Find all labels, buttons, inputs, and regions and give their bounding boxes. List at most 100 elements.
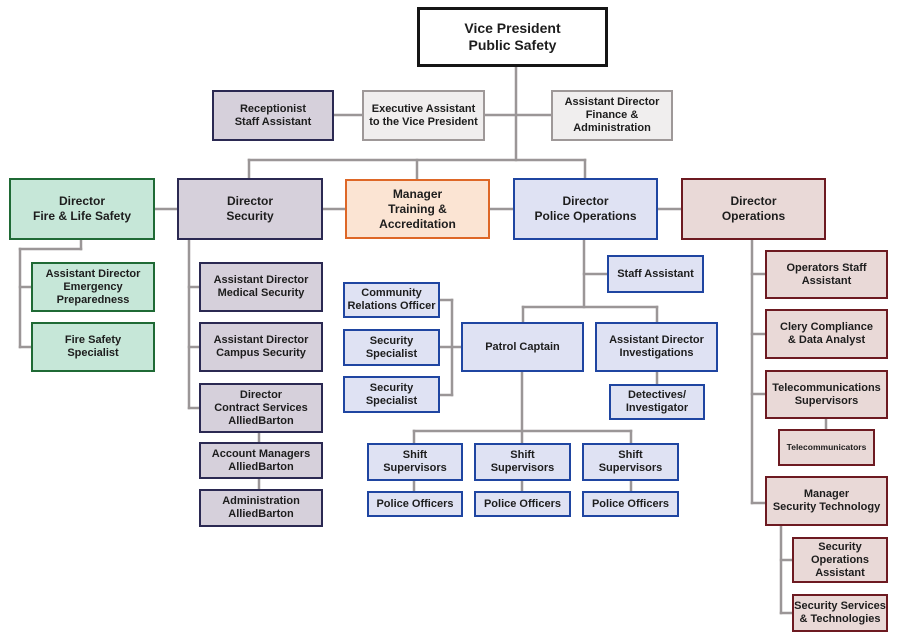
node-staff-assistant[interactable]: Staff Assistant	[607, 255, 704, 293]
node-manager-training-accreditation[interactable]: Manager Training & Accreditation	[345, 179, 490, 239]
node-line: Administration	[222, 495, 300, 507]
node-line: Manager	[392, 186, 443, 201]
node-line: Receptionist	[239, 102, 306, 115]
node-line: Medical Security	[217, 287, 305, 299]
node-line: Shift	[510, 449, 535, 461]
node-line: Assistant Director	[213, 274, 309, 286]
node-line: Manager	[803, 488, 850, 500]
node-line: Staff Assistant	[617, 267, 694, 280]
node-security-services-technologies[interactable]: Security Services & Technologies	[792, 594, 888, 632]
node-line: Police Officers	[376, 497, 454, 510]
node-line: Detectives/	[627, 389, 687, 401]
node-line: Emergency	[63, 280, 123, 293]
node-line: Shift	[402, 449, 428, 461]
node-director-security[interactable]: Director Security	[177, 178, 323, 240]
node-director-police-operations[interactable]: Director Police Operations	[513, 178, 658, 240]
node-line: Security Technology	[772, 501, 881, 513]
node-director-contract-services[interactable]: Director Contract Services AlliedBarton	[199, 383, 323, 433]
node-detectives-investigator[interactable]: Detectives/ Investigator	[609, 384, 705, 420]
node-line: Patrol Captain	[485, 340, 560, 353]
node-ad-emergency-preparedness[interactable]: Assistant Director Emergency Preparednes…	[31, 262, 155, 312]
node-operators-staff-assistant[interactable]: Operators Staff Assistant	[765, 250, 888, 299]
node-line: Operations	[810, 553, 870, 566]
node-line: Telecommunications	[772, 381, 881, 394]
node-vice-president[interactable]: Vice President Public Safety	[417, 7, 608, 67]
node-line: Community	[361, 287, 422, 299]
node-line: Fire Safety	[64, 334, 122, 346]
node-line: Assistant Director	[213, 334, 309, 346]
node-line: Director	[730, 194, 777, 208]
node-line: Supervisors	[598, 462, 663, 474]
node-ad-medical-security[interactable]: Assistant Director Medical Security	[199, 262, 323, 312]
node-line: Finance &	[585, 109, 639, 121]
node-community-relations-officer[interactable]: Community Relations Officer	[343, 282, 440, 318]
node-line: Preparedness	[56, 293, 130, 306]
node-line: Assistant	[801, 274, 852, 287]
node-security-specialist[interactable]: Security Specialist	[343, 376, 440, 413]
node-patrol-captain[interactable]: Patrol Captain	[461, 322, 584, 372]
node-line: Relations Officer	[347, 300, 436, 312]
node-police-officers[interactable]: Police Officers	[474, 491, 571, 517]
node-line: Security	[369, 334, 414, 347]
node-fire-safety-specialist[interactable]: Fire Safety Specialist	[31, 322, 155, 372]
node-telecommunications-supervisors[interactable]: Telecommunications Supervisors	[765, 370, 888, 419]
node-line: Assistant	[815, 566, 865, 579]
node-shift-supervisors[interactable]: Shift Supervisors	[474, 443, 571, 481]
node-line: Specialist	[365, 394, 418, 407]
node-line: Supervisors	[490, 462, 555, 474]
node-line: Security	[226, 209, 274, 223]
node-line: Operations	[721, 209, 786, 223]
node-clery-compliance-data-analyst[interactable]: Clery Compliance & Data Analyst	[765, 309, 888, 359]
node-line: Contract Services	[214, 401, 308, 414]
node-line: Security	[818, 540, 862, 553]
node-line: Specialist	[365, 347, 418, 360]
node-shift-supervisors[interactable]: Shift Supervisors	[582, 443, 679, 481]
node-manager-security-technology[interactable]: Manager Security Technology	[765, 476, 888, 526]
node-line: Accreditation	[379, 216, 456, 231]
node-line: Director	[562, 194, 609, 208]
node-director-operations[interactable]: Director Operations	[681, 178, 826, 240]
node-line: Investigator	[625, 402, 689, 414]
node-account-managers[interactable]: Account Managers AlliedBarton	[199, 442, 323, 479]
node-line: AlliedBarton	[228, 414, 294, 427]
node-telecommunicators[interactable]: Telecommunicators	[778, 429, 875, 466]
node-line: Public Safety	[468, 37, 557, 53]
node-line: Training &	[388, 201, 447, 216]
node-line: Telecommunicators	[786, 442, 867, 452]
node-line: Administration	[573, 122, 651, 134]
node-security-specialist[interactable]: Security Specialist	[343, 329, 440, 366]
node-line: Executive Assistant	[371, 102, 476, 115]
node-line: Fire & Life Safety	[32, 209, 132, 223]
node-line: Supervisors	[794, 394, 859, 407]
node-ad-finance-administration[interactable]: Assistant Director Finance & Administrat…	[551, 90, 673, 141]
node-line: Director	[239, 388, 283, 401]
node-line: Assistant Director	[45, 267, 141, 280]
node-police-officers[interactable]: Police Officers	[367, 491, 463, 517]
node-administration[interactable]: Administration AlliedBarton	[199, 489, 323, 527]
node-line: Police Officers	[591, 497, 670, 510]
node-line: Specialist	[67, 347, 119, 359]
node-line: Clery Compliance	[780, 321, 873, 333]
node-line: Vice President	[464, 20, 561, 36]
node-line: Investigations	[619, 347, 694, 359]
node-police-officers[interactable]: Police Officers	[582, 491, 679, 517]
node-line: Supervisors	[383, 462, 447, 474]
node-line: Police Operations	[534, 209, 637, 223]
node-ad-investigations[interactable]: Assistant Director Investigations	[595, 322, 718, 372]
node-shift-supervisors[interactable]: Shift Supervisors	[367, 443, 463, 481]
node-line: Account Managers	[211, 447, 311, 460]
node-line: & Data Analyst	[787, 334, 866, 346]
node-security-operations-assistant[interactable]: Security Operations Assistant	[792, 537, 888, 583]
node-receptionist[interactable]: Receptionist Staff Assistant	[212, 90, 334, 141]
node-line: Shift	[618, 449, 643, 461]
node-executive-assistant[interactable]: Executive Assistant to the Vice Presiden…	[362, 90, 485, 141]
node-director-fire-life-safety[interactable]: Director Fire & Life Safety	[9, 178, 155, 240]
node-line: Operators Staff	[786, 261, 867, 274]
node-line: Assistant Director	[564, 96, 660, 108]
node-line: Director	[226, 194, 273, 208]
node-ad-campus-security[interactable]: Assistant Director Campus Security	[199, 322, 323, 372]
node-line: Staff Assistant	[234, 115, 312, 128]
node-line: Security Services	[794, 600, 886, 612]
